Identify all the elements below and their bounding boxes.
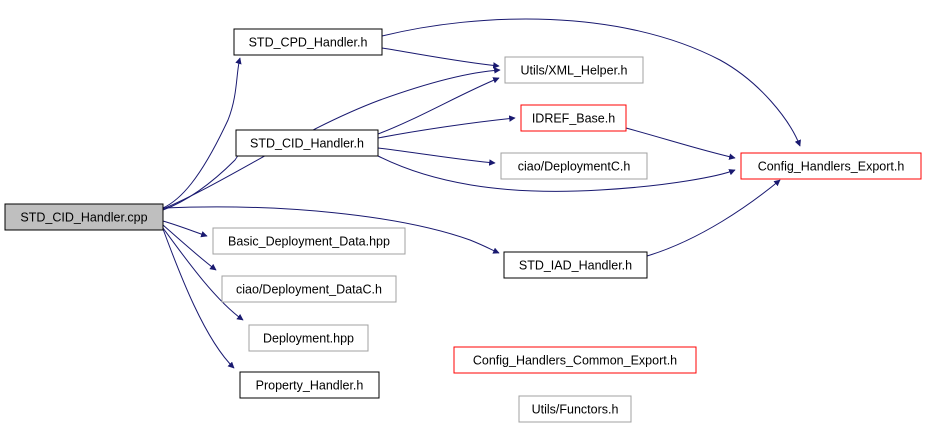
node-label-root: STD_CID_Handler.cpp bbox=[20, 210, 147, 224]
node-depc[interactable]: ciao/DeploymentC.h bbox=[500, 152, 648, 180]
node-box-bdd[interactable] bbox=[212, 227, 406, 255]
node-ddatac[interactable]: ciao/Deployment_DataC.h bbox=[221, 275, 397, 303]
node-box-xml[interactable] bbox=[504, 56, 644, 84]
edge-cid-to-cfgexp bbox=[377, 155, 736, 192]
edge-root-to-cpd bbox=[162, 57, 242, 209]
node-func[interactable]: Utils/Functors.h bbox=[518, 395, 632, 423]
node-root[interactable]: STD_CID_Handler.cpp bbox=[4, 203, 164, 231]
edge-root-to-xml bbox=[162, 67, 501, 210]
edge-idref-to-cfgexp bbox=[625, 127, 736, 160]
node-label-iad: STD_IAD_Handler.h bbox=[519, 258, 632, 272]
edge-cid-to-depc bbox=[377, 147, 496, 166]
edge-root-to-prop bbox=[162, 228, 235, 369]
node-label-cpd: STD_CPD_Handler.h bbox=[249, 35, 368, 49]
node-box-cid[interactable] bbox=[235, 129, 379, 157]
node-label-prop: Property_Handler.h bbox=[256, 378, 364, 392]
edge-iad-to-cfgexp bbox=[646, 179, 781, 257]
edge-layer bbox=[162, 18, 801, 369]
edge-cid-to-idref bbox=[377, 115, 516, 139]
node-dephpp[interactable]: Deployment.hpp bbox=[248, 324, 369, 352]
node-label-func: Utils/Functors.h bbox=[532, 402, 619, 416]
node-box-cfgexp[interactable] bbox=[740, 152, 922, 180]
node-box-ddatac[interactable] bbox=[221, 275, 397, 303]
node-xml[interactable]: Utils/XML_Helper.h bbox=[504, 56, 644, 84]
edge-root-to-dephpp bbox=[162, 227, 244, 321]
node-box-cfgcom[interactable] bbox=[453, 346, 697, 374]
node-label-cfgexp: Config_Handlers_Export.h bbox=[758, 159, 905, 173]
node-label-dephpp: Deployment.hpp bbox=[263, 331, 354, 345]
node-cfgcom[interactable]: Config_Handlers_Common_Export.h bbox=[453, 346, 697, 374]
node-cid[interactable]: STD_CID_Handler.h bbox=[235, 129, 379, 157]
node-label-bdd: Basic_Deployment_Data.hpp bbox=[228, 234, 390, 248]
node-cfgexp[interactable]: Config_Handlers_Export.h bbox=[740, 152, 922, 180]
node-box-dephpp[interactable] bbox=[248, 324, 369, 352]
edge-cid-to-xml bbox=[377, 77, 500, 135]
node-label-ddatac: ciao/Deployment_DataC.h bbox=[236, 282, 382, 296]
edge-root-to-iad bbox=[162, 206, 500, 254]
node-prop[interactable]: Property_Handler.h bbox=[239, 371, 380, 399]
node-box-iad[interactable] bbox=[503, 251, 648, 279]
node-box-cpd[interactable] bbox=[233, 28, 383, 56]
edge-cpd-to-cfgexp bbox=[381, 18, 801, 147]
node-cpd[interactable]: STD_CPD_Handler.h bbox=[233, 28, 383, 56]
node-label-xml: Utils/XML_Helper.h bbox=[521, 63, 628, 77]
edge-root-to-ddatac bbox=[162, 224, 217, 271]
node-box-func[interactable] bbox=[518, 395, 632, 423]
node-iad[interactable]: STD_IAD_Handler.h bbox=[503, 251, 648, 279]
node-layer: STD_CID_Handler.cpp STD_CPD_Handler.hUtil… bbox=[4, 28, 922, 423]
edge-cpd-to-xml bbox=[381, 47, 500, 69]
node-label-depc: ciao/DeploymentC.h bbox=[518, 159, 631, 173]
node-label-cfgcom: Config_Handlers_Common_Export.h bbox=[473, 353, 677, 367]
node-box-root[interactable] bbox=[4, 203, 164, 231]
node-label-idref: IDREF_Base.h bbox=[532, 111, 615, 125]
node-bdd[interactable]: Basic_Deployment_Data.hpp bbox=[212, 227, 406, 255]
node-box-depc[interactable] bbox=[500, 152, 648, 180]
node-idref[interactable]: IDREF_Base.h bbox=[520, 104, 627, 132]
node-label-cid: STD_CID_Handler.h bbox=[250, 136, 364, 150]
node-box-prop[interactable] bbox=[239, 371, 380, 399]
node-box-idref[interactable] bbox=[520, 104, 627, 132]
edge-root-to-bdd bbox=[162, 220, 208, 238]
